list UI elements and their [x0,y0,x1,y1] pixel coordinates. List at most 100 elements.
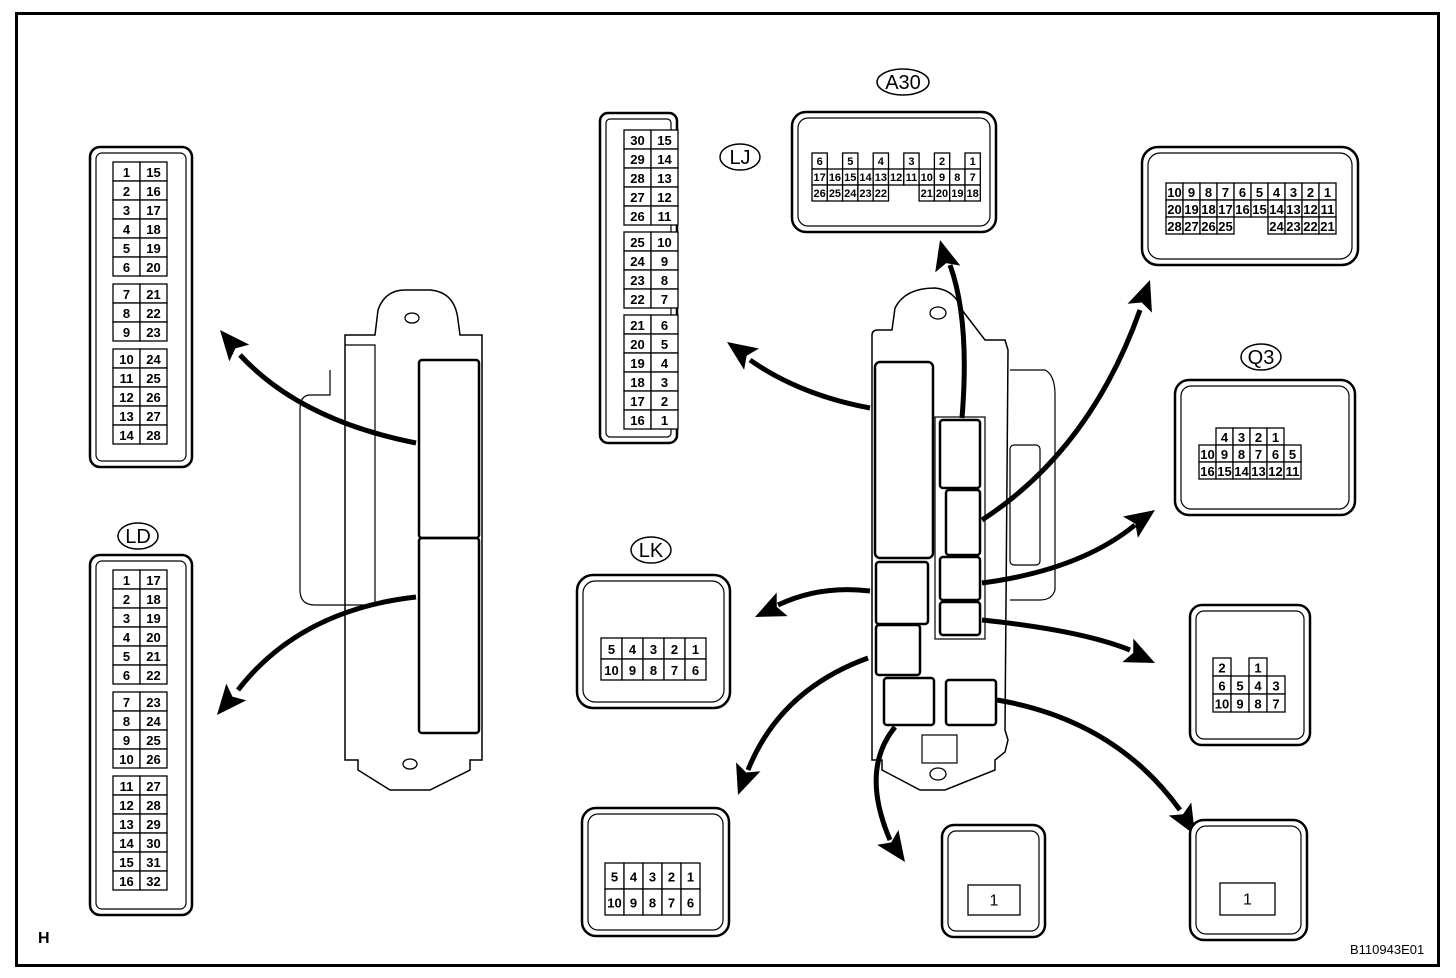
pin-cell [139,256,168,277]
pin-number: 18 [630,375,644,390]
wire-arrow [947,264,967,419]
pin-number: 2 [123,592,130,607]
pin-number: 26 [814,188,826,200]
pin-number: 9 [939,172,945,184]
pin-number: 6 [692,663,699,678]
pin-number: 23 [146,695,160,710]
figure-code: B110943E01 [1350,942,1425,957]
pin-number: 8 [661,273,668,288]
ecu-left-bracket [299,370,345,606]
arrowhead-icon [736,762,761,795]
mount-hole-icon [402,758,418,770]
pin-number: 18 [146,222,160,237]
pin-number: 22 [630,292,644,307]
pin-number: 13 [119,817,133,832]
pin-number: 14 [119,836,134,851]
pin-number: 3 [123,611,130,626]
pin-cell [872,184,890,202]
pin-number: 5 [1256,185,1263,200]
pin-number: 5 [608,642,615,657]
pin-number: 25 [146,733,160,748]
pin-number: 9 [1188,185,1195,200]
wire-arrow [981,523,1137,586]
pin-number: 26 [146,390,160,405]
mount-hole-icon [404,312,420,324]
arrowhead-shape [877,829,905,862]
connector-label: LD [125,526,151,548]
pin-number: 27 [146,779,160,794]
pin-cell [139,870,168,891]
pin-number: 3 [1290,185,1297,200]
pin-number: 2 [123,184,130,199]
pin-number: 9 [123,325,130,340]
pin-number: 11 [906,172,918,184]
ecu-right-port [938,555,982,602]
pin-number: 28 [146,798,160,813]
arrowhead-shape [1127,280,1152,313]
pin-number: 13 [657,171,671,186]
pin-number: 10 [921,172,933,184]
pin-number: 21 [630,318,644,333]
pin-number: 1 [1324,185,1331,200]
ecu-right-port [882,676,936,727]
pin-number: 12 [1303,202,1317,217]
pin-number: 1 [1243,892,1252,909]
pin-number: 10 [119,752,133,767]
pin-number: 1 [123,573,130,588]
pin-number: 4 [630,870,638,885]
pin-cell [1216,216,1235,235]
figure-frame [15,12,1440,967]
pin-number: 9 [630,896,637,911]
pin-number: 4 [629,642,637,657]
pin-number: 3 [650,642,657,657]
arrowhead-shape [727,342,760,370]
pin-number: 2 [939,156,945,168]
pin-number: 21 [921,188,933,200]
pin-number: 17 [146,203,160,218]
pin-number: 20 [936,188,948,200]
pin-number: 3 [1238,430,1245,445]
pin-number: 1 [661,413,668,428]
pin-number: 5 [611,870,618,885]
pin-number: 23 [630,273,644,288]
pin-number: 16 [146,184,160,199]
wire-arrow [873,725,897,841]
pin-cell [139,321,168,342]
pin-number: 1 [692,642,699,657]
pin-number: 16 [1235,202,1249,217]
ecu-right-port-group [934,416,986,640]
ecu-right-port [944,678,998,727]
pin-number: 27 [630,190,644,205]
connector-inner-wall [1195,610,1305,740]
ecu-right-bracket [1010,369,1056,601]
pin-number: 7 [970,172,976,184]
connector-label-oval [1240,343,1282,371]
pin-number: 8 [123,714,130,729]
arrowhead-shape [217,683,247,715]
arrowhead-shape [755,592,788,617]
connector-label: Q3 [1248,347,1275,369]
arrowhead-shape [935,240,961,273]
pin-number: 22 [875,188,887,200]
pin-number: 11 [1321,202,1335,217]
pin-number: 14 [859,172,872,184]
pin-number: 9 [1221,447,1228,462]
pin-number: 5 [1289,447,1296,462]
pin-number: 2 [661,394,668,409]
pin-number: 1 [687,870,694,885]
pin-number: 24 [146,352,161,367]
pin-number: 19 [146,241,160,256]
pin-number: 20 [630,337,644,352]
ecu-right-housing [871,287,1009,791]
pin-cell [964,184,981,202]
pin-number: 4 [1254,679,1262,694]
arrowhead-icon [1168,802,1195,835]
pin-cell [650,205,679,226]
pin-number: 19 [951,188,963,200]
pin-number: 10 [1215,697,1229,712]
wire-arrow [996,697,1183,812]
pin-cell [967,884,1021,916]
